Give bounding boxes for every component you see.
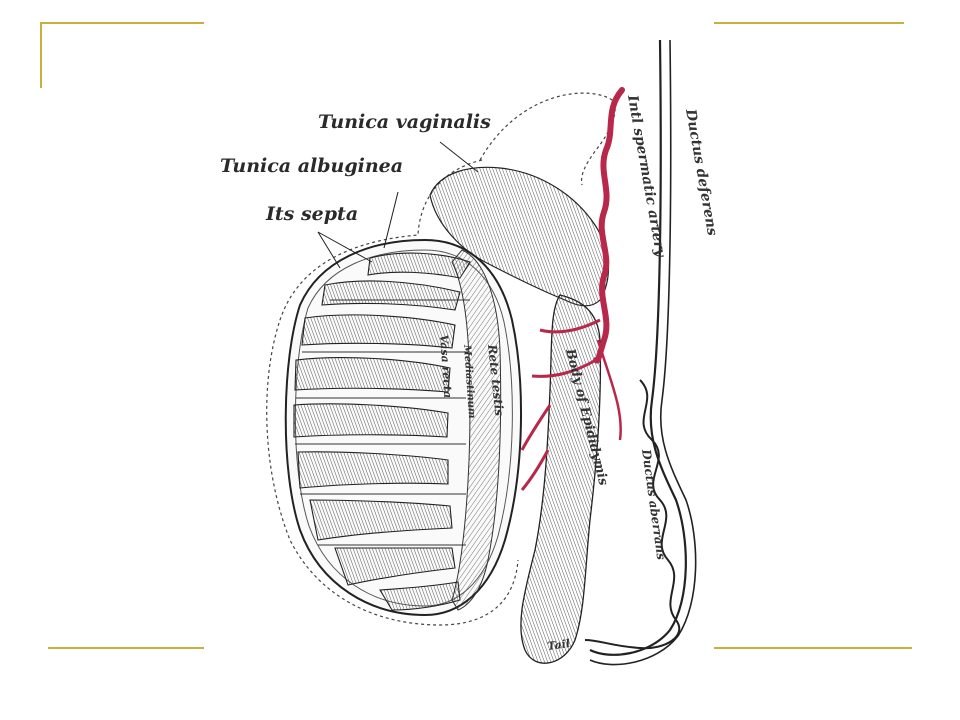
frame-top-right-horizontal [714, 22, 904, 24]
artery-branch-3 [596, 339, 622, 441]
label-mediastinum: Mediastinum [461, 343, 477, 418]
septa-lines [295, 299, 470, 546]
artery-branch-1 [539, 318, 601, 334]
lobules [293, 252, 471, 611]
label-tunica-vaginalis: Tunica vaginalis [318, 111, 491, 133]
label-tail: Tail [547, 637, 571, 653]
artery-branch-4 [520, 404, 552, 451]
frame-top-left-vertical [40, 22, 42, 88]
label-vasa-recta: Vasa recta [437, 334, 454, 398]
label-ductus-deferens: Ductus deferens [682, 107, 720, 237]
frame-top-left-horizontal [40, 22, 204, 24]
artery-branch-2 [531, 358, 597, 378]
frame-bottom-left-horizontal [48, 647, 204, 649]
artery-branch-5 [520, 449, 550, 491]
tunica-albuginea-inner [294, 249, 513, 607]
label-its-septa: Its septa [265, 203, 358, 225]
frame-bottom-right-horizontal [714, 647, 912, 649]
spermatic-artery [593, 87, 625, 364]
body-of-epididymis [520, 294, 602, 664]
mediastinum-testis [451, 249, 502, 611]
label-tunica-albuginea: Tunica albuginea [220, 155, 403, 177]
leader-lines [317, 141, 479, 269]
ductus-deferens [589, 39, 687, 656]
